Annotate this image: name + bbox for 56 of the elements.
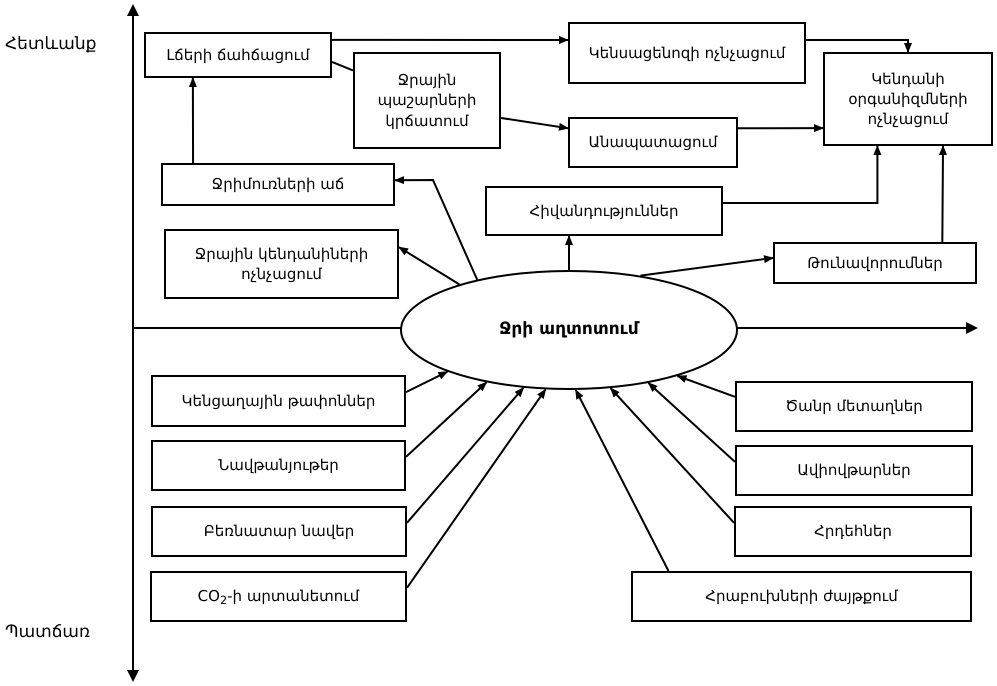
arrow xyxy=(188,77,197,163)
arrow xyxy=(610,387,735,524)
box-text: Հրաբուխների ժայթքում xyxy=(705,586,898,607)
box-text: Հրդեհներ xyxy=(814,521,892,542)
arrow xyxy=(406,370,448,394)
box-text: Կենցաղային թափոններ xyxy=(182,390,376,412)
axis-label: Պատճառ xyxy=(5,621,90,644)
axis-label: Հետևանք xyxy=(5,33,96,56)
process-box xyxy=(568,117,738,168)
process-box xyxy=(631,571,972,622)
process-box xyxy=(150,571,407,622)
box-text: Կենսացենոզի ոչնչացում xyxy=(588,42,786,64)
box-text: Բեռնատար նավեր xyxy=(204,521,354,542)
box-text: Թունավորումներ xyxy=(807,252,943,274)
process-box xyxy=(151,506,407,557)
arrow xyxy=(676,375,736,398)
arrow xyxy=(405,382,488,458)
box-text: Ջրիմուռների աճ xyxy=(212,174,344,195)
box-text: Հիվանդություններ xyxy=(529,200,679,222)
node-title: Ջրի աղտոտում xyxy=(499,318,639,342)
process-box xyxy=(735,445,973,496)
arrow xyxy=(394,176,478,280)
arrow xyxy=(806,38,912,53)
arrow xyxy=(565,235,573,270)
arrow xyxy=(640,255,774,277)
arrow xyxy=(574,389,670,572)
box-text: Ծանր մետաղներ xyxy=(785,396,923,417)
process-box xyxy=(161,163,395,206)
process-box xyxy=(568,22,806,84)
process-box xyxy=(734,506,972,557)
process-box xyxy=(353,52,501,149)
process-box xyxy=(151,375,406,427)
box-text: Ջրային կենդանիների ոչնչացում xyxy=(194,244,370,284)
box-text: Լճերի ճահճացում xyxy=(166,44,310,66)
box-text: Ավիովթարներ xyxy=(797,460,911,481)
arrow xyxy=(406,387,524,524)
arrow xyxy=(398,246,460,286)
arrow xyxy=(648,382,736,463)
process-box xyxy=(144,32,332,78)
box-text: Նավթանյութեր xyxy=(218,455,339,476)
process-box xyxy=(773,242,977,284)
box-text: Անապատացում xyxy=(588,132,718,153)
process-box xyxy=(151,440,406,491)
arrow xyxy=(938,145,947,242)
process-box xyxy=(164,229,399,299)
arrow xyxy=(738,124,824,132)
arrow xyxy=(500,116,569,131)
box-text: Ջրային պաշարների կրճատում xyxy=(376,70,478,131)
process-box xyxy=(823,52,993,146)
box-text: CO$_{2}$-ի արտանետում xyxy=(198,586,360,607)
arrow xyxy=(332,36,569,44)
arrow xyxy=(406,388,546,588)
box-text: Կենդանի օրգանիզմների ոչնչացում xyxy=(847,68,969,130)
process-box xyxy=(485,186,723,236)
process-box xyxy=(735,381,973,432)
arrow xyxy=(723,145,882,204)
